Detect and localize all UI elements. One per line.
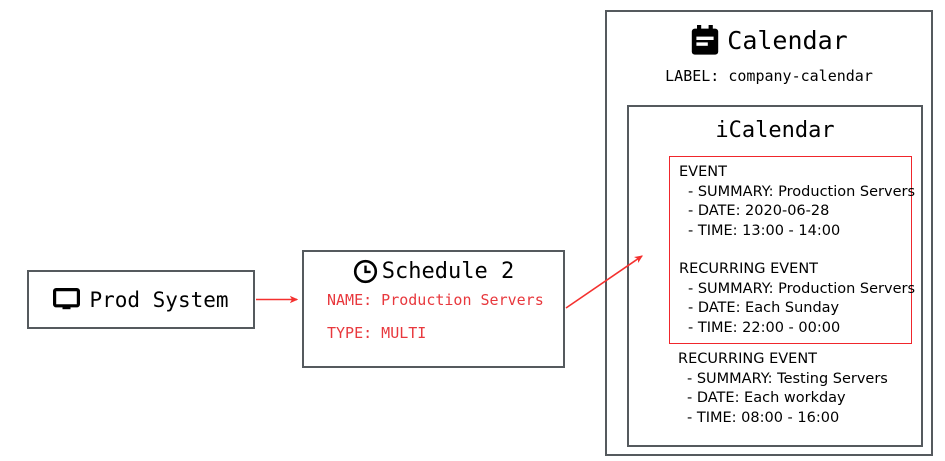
calendar-label-line: LABEL: company-calendar bbox=[665, 67, 873, 85]
schedule-attr-type: TYPE: MULTI bbox=[327, 324, 427, 342]
node-prod-system-label: Prod System bbox=[89, 287, 229, 312]
event-time: - TIME: 13:00 - 14:00 bbox=[688, 222, 841, 239]
node-prod-system[interactable]: Prod System bbox=[27, 270, 255, 329]
event-time: - TIME: 22:00 - 00:00 bbox=[688, 319, 841, 336]
node-schedule-2-label: Schedule 2 bbox=[381, 259, 515, 284]
node-schedule-2-attributes: NAME: Production Servers TYPE: MULTI bbox=[304, 293, 563, 341]
schedule-attr-name: NAME: Production Servers bbox=[327, 291, 544, 309]
event-highlight-box: EVENT - SUMMARY: Production Servers - DA… bbox=[669, 156, 916, 344]
node-calendar[interactable]: Calendar LABEL: company-calendar iCalend… bbox=[605, 10, 933, 456]
event-summary: - SUMMARY: Testing Servers bbox=[687, 370, 888, 387]
event-summary: - SUMMARY: Production Servers bbox=[688, 183, 916, 200]
node-prod-system-title: Prod System bbox=[53, 287, 229, 312]
node-icalendar-title: iCalendar bbox=[715, 118, 835, 143]
event-group: EVENT - SUMMARY: Production Servers - DA… bbox=[679, 163, 916, 241]
event-header: RECURRING EVENT bbox=[679, 261, 819, 277]
event-summary: - SUMMARY: Production Servers bbox=[688, 280, 916, 297]
node-calendar-title: Calendar bbox=[607, 25, 931, 56]
event-date: - DATE: Each workday bbox=[687, 390, 846, 406]
node-schedule-2-title: Schedule 2 bbox=[304, 259, 563, 284]
event-header: EVENT bbox=[679, 164, 727, 180]
calendar-icon bbox=[690, 25, 720, 56]
event-date: - DATE: Each Sunday bbox=[688, 300, 840, 316]
event-date: - DATE: 2020-06-28 bbox=[688, 203, 830, 219]
clock-icon bbox=[353, 259, 378, 284]
event-time: - TIME: 08:00 - 16:00 bbox=[687, 409, 840, 426]
event-group: RECURRING EVENT - SUMMARY: Production Se… bbox=[679, 260, 916, 338]
event-group-inner: RECURRING EVENT - SUMMARY: Testing Serve… bbox=[678, 350, 918, 428]
monitor-icon bbox=[53, 288, 81, 311]
node-calendar-label: Calendar bbox=[727, 26, 848, 55]
event-header: RECURRING EVENT bbox=[678, 351, 818, 367]
node-schedule-2[interactable]: Schedule 2 NAME: Production Servers TYPE… bbox=[302, 250, 565, 368]
node-icalendar[interactable]: iCalendar EVENT - SUMMARY: Production Se… bbox=[627, 105, 923, 447]
event-group: RECURRING EVENT - SUMMARY: Testing Serve… bbox=[678, 350, 918, 428]
